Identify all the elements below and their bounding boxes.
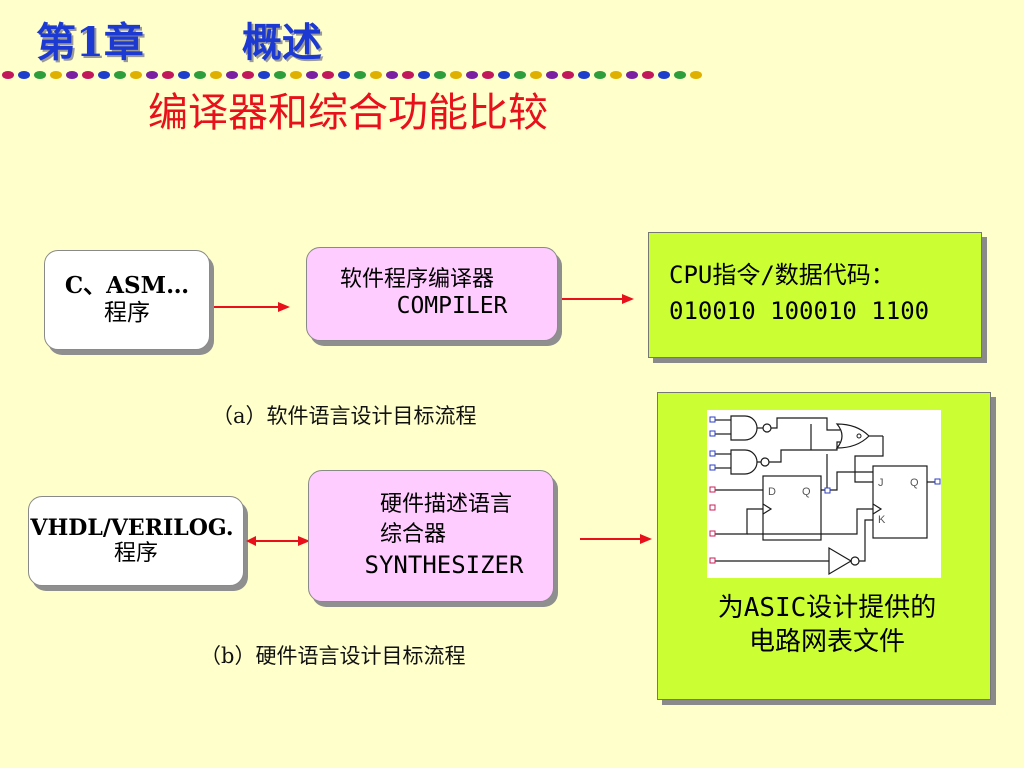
- divider-dot: [226, 71, 238, 79]
- chapter-title: 第1章 概述: [36, 10, 322, 68]
- software-source-box: C、ASM… 程序: [44, 250, 210, 350]
- compiler-english-label: COMPILER: [396, 293, 508, 320]
- asic-output-sublabel: 电路网表文件: [748, 626, 905, 657]
- compiler-box: 软件程序编译器 COMPILER: [306, 247, 558, 341]
- divider-dot: [594, 71, 606, 79]
- chapter-number: 第1章: [36, 19, 144, 66]
- ff2-k-pin: K: [878, 514, 886, 526]
- synthesizer-box: 硬件描述语言 综合器 SYNTHESIZER: [308, 470, 554, 602]
- caption-b: （b）硬件语言设计目标流程: [200, 644, 466, 668]
- synthesizer-sublabel: 综合器: [379, 521, 446, 547]
- divider-dot: [610, 71, 622, 79]
- ff1-q-pin: Q: [802, 486, 811, 498]
- divider-dot: [354, 71, 366, 79]
- cpu-output-code: 010010 100010 1100: [669, 297, 930, 325]
- divider-dot: [530, 71, 542, 79]
- caption-a: （a）软件语言设计目标流程: [212, 404, 477, 428]
- divider-dot: [466, 71, 478, 79]
- divider-dot: [322, 71, 334, 79]
- divider-dot: [626, 71, 638, 79]
- compiler-label: 软件程序编译器: [339, 267, 494, 292]
- software-source-label: C、ASM…: [64, 272, 190, 300]
- divider-dot: [514, 71, 526, 79]
- divider-dot: [338, 71, 350, 79]
- divider-dot: [210, 71, 222, 79]
- divider-dot: [178, 71, 190, 79]
- ff2-q-pin: Q: [910, 477, 919, 489]
- divider-dot: [418, 71, 430, 79]
- divider-dot: [306, 71, 318, 79]
- divider-dot: [450, 71, 462, 79]
- page-subtitle: 编译器和综合功能比较: [148, 90, 548, 136]
- divider-dot: [146, 71, 158, 79]
- divider-dot: [50, 71, 62, 79]
- divider-dot: [546, 71, 558, 79]
- divider-dot: [386, 71, 398, 79]
- synthesizer-english-label: SYNTHESIZER: [364, 551, 524, 580]
- divider-dot: [290, 71, 302, 79]
- divider-dot: [370, 71, 382, 79]
- dotted-divider: [2, 71, 702, 79]
- arrow-a1: [214, 302, 290, 312]
- cpu-output-label: CPU指令/数据代码：: [669, 261, 895, 289]
- arrow-a2: [562, 294, 634, 304]
- ff2-j-pin: J: [878, 477, 884, 489]
- divider-dot: [674, 71, 686, 79]
- hardware-source-label: VHDL/VERILOG.: [30, 514, 234, 541]
- software-source-sublabel: 程序: [104, 300, 150, 326]
- divider-dot: [98, 71, 110, 79]
- divider-dot: [658, 71, 670, 79]
- arrow-b1: [246, 536, 310, 546]
- divider-dot: [2, 71, 14, 79]
- divider-dot: [402, 71, 414, 79]
- divider-dot: [434, 71, 446, 79]
- chapter-name: 概述: [241, 19, 322, 66]
- divider-dot: [690, 71, 702, 79]
- divider-dot: [82, 71, 94, 79]
- divider-dot: [34, 71, 46, 79]
- divider-dot: [162, 71, 174, 79]
- divider-dot: [66, 71, 78, 79]
- synthesizer-label: 硬件描述语言: [379, 492, 512, 518]
- arrow-b2: [580, 534, 652, 544]
- divider-dot: [194, 71, 206, 79]
- divider-dot: [498, 71, 510, 79]
- divider-dot: [274, 71, 286, 79]
- divider-dot: [562, 71, 574, 79]
- hardware-source-box: VHDL/VERILOG. 程序: [28, 496, 244, 586]
- divider-dot: [642, 71, 654, 79]
- divider-dot: [578, 71, 590, 79]
- hardware-source-sublabel: 程序: [113, 541, 158, 566]
- divider-dot: [482, 71, 494, 79]
- ff1-d-pin: D: [768, 486, 776, 498]
- divider-dot: [18, 71, 30, 79]
- divider-dot: [242, 71, 254, 79]
- divider-dot: [258, 71, 270, 79]
- asic-output-text: 为ASIC设计提供的 电路网表文件: [660, 592, 994, 660]
- divider-dot: [130, 71, 142, 79]
- cpu-output-box: CPU指令/数据代码： 010010 100010 1100: [648, 232, 982, 358]
- divider-dot: [114, 71, 126, 79]
- asic-output-label: 为ASIC设计提供的: [717, 593, 937, 623]
- netlist-schematic: D Q J Q K: [707, 410, 941, 578]
